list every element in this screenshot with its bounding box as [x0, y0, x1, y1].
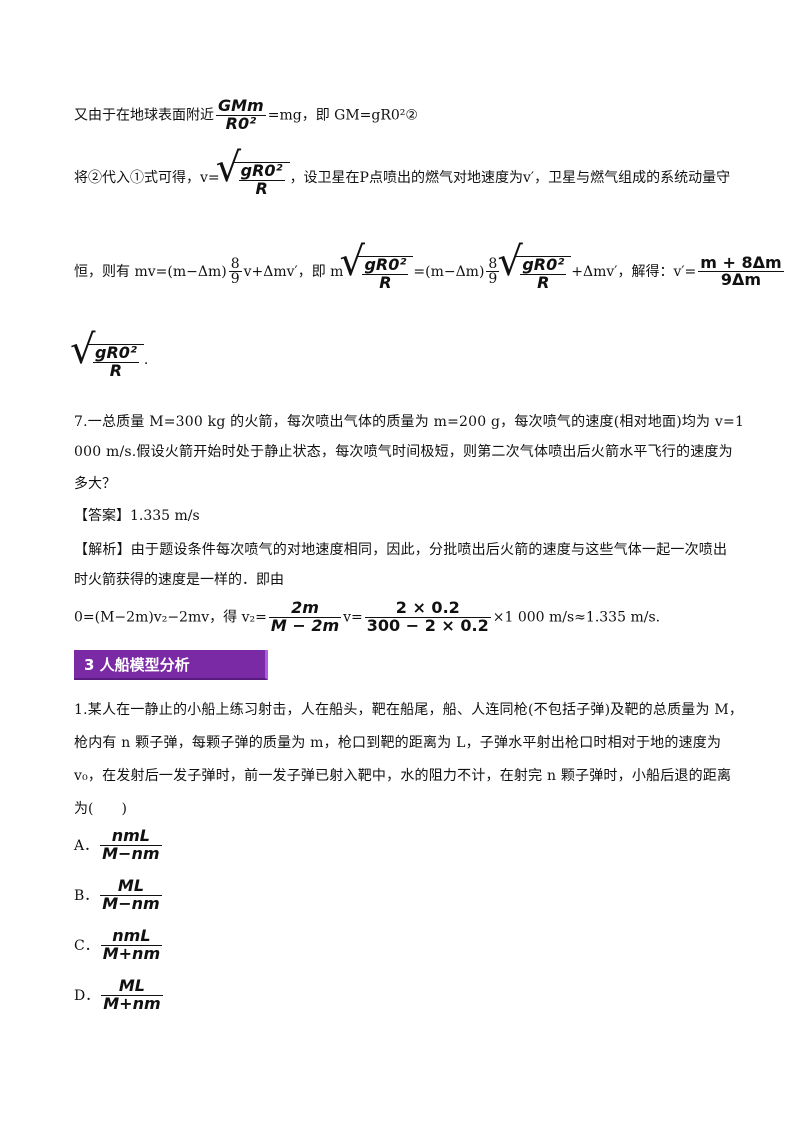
radical-sign: √ [70, 327, 96, 373]
fraction-numerator: ML [100, 877, 162, 896]
fraction-denominator: 9Δm [720, 270, 762, 290]
question-7-line-2: 000 m/s.假设火箭开始时处于静止状态，每次喷气时间极短，则第二次气体喷出后… [74, 444, 733, 460]
question-1-line-1: 1.某人在一静止的小船上练习射击，人在船头，靶在船尾，船、人连同枪(不包括子弹)… [74, 702, 744, 718]
text: =mg，即 GM=gR0²② [267, 107, 418, 124]
question-1-line-4: 为( ) [74, 801, 127, 817]
fraction-numerator: 2m [268, 599, 342, 618]
fraction-numerator: 8 [230, 255, 240, 272]
fraction-numerator: GMm [216, 96, 266, 116]
text: v= [343, 609, 363, 626]
explanation-line-2: 时火箭获得的速度是一样的．即由 [74, 572, 284, 588]
option-label: A． [74, 838, 99, 855]
fraction-denominator: M+nm [103, 993, 161, 1013]
text: 又由于在地球表面附近 [74, 107, 214, 124]
option-label: B． [74, 888, 99, 905]
fraction-denominator: R [255, 178, 268, 198]
question-1-line-3: v₀，在发射后一发子弹时，前一发子弹已射入靶中，水的阻力不计，在射完 n 颗子弹… [74, 768, 732, 784]
option-label: C． [74, 938, 99, 955]
fraction-denominator: R0² [225, 113, 257, 133]
fraction-numerator: ML [101, 977, 163, 996]
text: +Δmv′，解得：v′= [571, 263, 697, 280]
text: =(m−Δm) [413, 263, 485, 280]
explanation-line-1: 【解析】由于题设条件每次喷气的对地速度相同，因此，分批喷出后火箭的速度与这些气体… [74, 542, 728, 558]
text: ×1 000 m/s≈1.335 m/s. [492, 609, 661, 626]
fraction-denominator: 300 − 2 × 0.2 [366, 615, 489, 635]
text: 恒，则有 mv=(m−Δm) [74, 263, 227, 280]
radical-sign: √ [215, 145, 242, 191]
question-1-line-2: 枪内有 n 颗子弹，每颗子弹的质量为 m，枪口到靶的距离为 L，子弹水平射出枪口… [74, 735, 722, 751]
fraction-numerator: gR0² [520, 255, 567, 275]
text: 将②代入①式可得，v= [74, 169, 220, 186]
fraction-numerator: gR0² [238, 161, 285, 181]
fraction-numerator: gR0² [362, 255, 409, 275]
fraction-numerator: gR0² [93, 343, 139, 363]
option-label: D． [74, 988, 100, 1005]
fraction-denominator: 9 [228, 271, 242, 288]
question-7-line-1: 7.一总质量 M=300 kg 的火箭，每次喷出气体的质量为 m=200 g，每… [74, 414, 745, 430]
text: . [143, 351, 149, 368]
text: v+Δmv′，即 m [243, 263, 344, 280]
fraction-denominator: M−nm [102, 893, 160, 913]
fraction-numerator: 2 × 0.2 [364, 599, 491, 618]
fraction-denominator: R [109, 360, 123, 380]
radical-sign: √ [339, 239, 365, 285]
fraction-denominator: R [537, 272, 550, 292]
fraction-denominator: 9 [486, 271, 500, 288]
fraction-denominator: M−nm [102, 843, 160, 863]
fraction-denominator: R [379, 272, 392, 292]
answer-line: 【答案】1.335 m/s [74, 508, 200, 524]
fraction-numerator: nmL [100, 827, 162, 846]
text: 0=(M−2m)v₂−2mv，得 v₂= [74, 609, 267, 626]
fraction-denominator: M+nm [102, 943, 161, 963]
fraction-denominator: M − 2m [270, 615, 340, 635]
section-header: 3 人船模型分析 [74, 650, 268, 680]
fraction-numerator: 8 [488, 255, 498, 272]
question-7-line-3: 多大？ [74, 476, 116, 492]
radical-sign: √ [497, 239, 523, 285]
fraction-numerator: nmL [100, 927, 163, 946]
text: ，设卫星在P点喷出的燃气对地速度为v′，卫星与燃气组成的系统动量守 [289, 169, 731, 186]
fraction-numerator: m + 8Δm [698, 252, 784, 273]
